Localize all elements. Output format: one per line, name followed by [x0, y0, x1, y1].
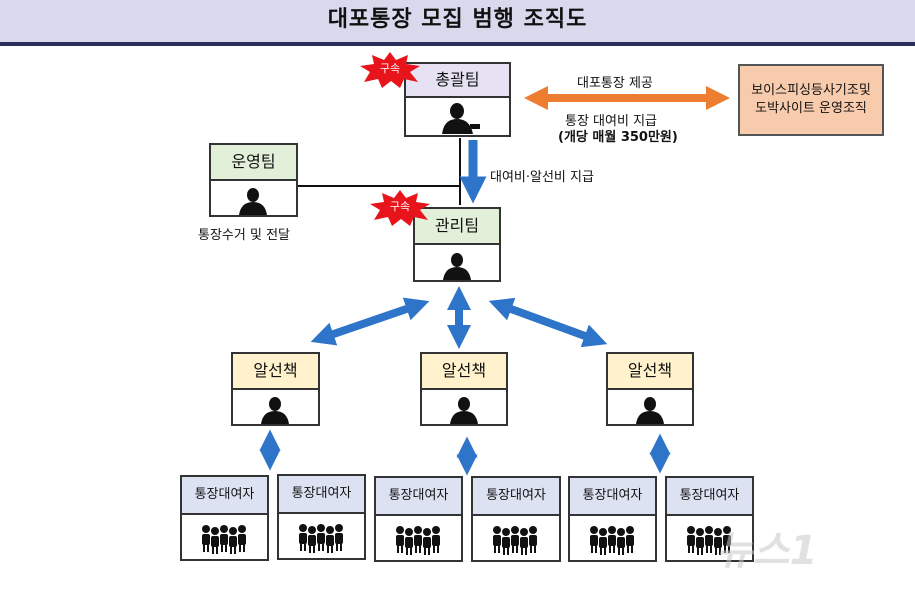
news-watermark: 뉴스1 — [716, 528, 818, 574]
lender-box-1: 통장대여자 — [180, 475, 269, 561]
lender-box-5: 통장대여자 — [568, 476, 657, 562]
lender-box-3: 통장대여자 — [374, 476, 463, 562]
mgmt-broker-arrow-right — [488, 297, 608, 348]
broker-label: 알선책 — [608, 354, 692, 390]
arrest-label: 구속 — [379, 62, 401, 75]
external-org-line2: 도박사이트 운영조직 — [755, 101, 867, 116]
lender-box-2: 통장대여자 — [277, 474, 366, 560]
collect-label: 통장수거 및 전달 — [198, 228, 290, 243]
person-icon — [233, 390, 318, 424]
lender-label: 통장대여자 — [570, 478, 655, 516]
fee-label: 대여비·알선비 지급 — [490, 170, 594, 185]
external-org-line1: 보이스피싱등사기조및 — [751, 83, 871, 98]
broker-label: 알선책 — [422, 354, 506, 390]
management-team-box: 관리팀 — [413, 207, 501, 282]
mgmt-broker-arrow-left — [310, 297, 430, 346]
group-icon — [376, 516, 461, 560]
lender-label: 통장대여자 — [376, 478, 461, 516]
lender-box-4: 통장대여자 — [471, 476, 561, 562]
group-icon — [182, 515, 267, 559]
broker-box-3: 알선책 — [606, 352, 694, 426]
management-team-label: 관리팀 — [415, 209, 499, 245]
payment-detail-label: (개당 매월 350만원) — [558, 130, 678, 145]
person-icon — [211, 181, 296, 215]
general-team-box: 총괄팀 — [404, 62, 511, 137]
lender-box-6: 통장대여자 — [665, 476, 754, 562]
group-icon — [570, 516, 655, 560]
operations-team-label: 운영팀 — [211, 145, 296, 181]
person-icon — [415, 245, 499, 280]
external-org-box: 보이스피싱등사기조및 도박사이트 운영조직 — [738, 64, 884, 136]
broker-box-2: 알선책 — [420, 352, 508, 426]
lender-label: 통장대여자 — [182, 477, 267, 515]
arrest-badge-management: 구속 — [368, 190, 432, 226]
title-bar — [0, 0, 915, 46]
page-title: 대포통장 모집 범행 조직도 — [327, 7, 588, 32]
group-icon — [279, 514, 364, 558]
broker-label: 알선책 — [233, 354, 318, 390]
arrest-badge-general: 구속 — [358, 52, 422, 88]
general-team-label: 총괄팀 — [406, 64, 509, 98]
person-icon — [608, 390, 692, 424]
arrest-label: 구속 — [389, 200, 411, 213]
person-icon — [422, 390, 506, 424]
provide-label: 대포통장 제공 — [577, 76, 653, 91]
payment-label: 통장 대여비 지급 — [565, 114, 657, 129]
group-icon — [473, 516, 559, 560]
lender-label: 통장대여자 — [279, 476, 364, 514]
group-icon — [667, 516, 752, 560]
lender-label: 통장대여자 — [473, 478, 559, 516]
broker-box-1: 알선책 — [231, 352, 320, 426]
lender-label: 통장대여자 — [667, 478, 752, 516]
person-icon — [406, 98, 509, 135]
operations-team-box: 운영팀 — [209, 143, 298, 217]
